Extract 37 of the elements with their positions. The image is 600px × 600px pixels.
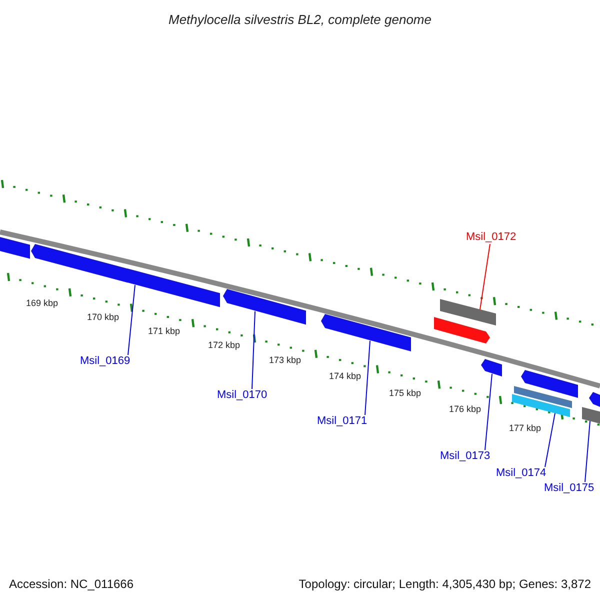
gene-label: Msil_0174 [496, 467, 546, 480]
gene-feature [514, 386, 572, 408]
position-label: 174 kbp [329, 371, 362, 382]
gene-feature [434, 317, 490, 344]
leader-line [252, 310, 256, 390]
gene-feature [582, 407, 600, 424]
gene-label: Msil_0172 [466, 231, 516, 244]
position-label: 172 kbp [208, 340, 240, 351]
gene-feature [481, 359, 502, 376]
position-label: 169 kbp [26, 298, 58, 309]
leader-line [484, 373, 492, 450]
genome-stats-text: Topology: circular; Length: 4,305,430 bp; Genes: 3,872 [298, 576, 591, 593]
position-label: 175 kbp [389, 388, 422, 399]
gene-label: Msil_0171 [317, 415, 368, 428]
gene-feature [321, 314, 411, 352]
gene-feature [223, 289, 306, 325]
accession-text: Accession: NC_011666 [9, 576, 134, 593]
gene-feature [512, 394, 570, 418]
position-label: 170 kbp [87, 312, 120, 323]
gene-label: Msil_0170 [217, 389, 268, 402]
leader-line [584, 420, 590, 482]
gene-feature [440, 299, 496, 326]
gene-label: Msil_0173 [440, 450, 490, 463]
title: Methylocella silvestris BL2, complete genome [167, 11, 432, 29]
gene-feature [589, 392, 600, 407]
position-label: 176 kbp [449, 404, 482, 415]
position-label: 173 kbp [269, 355, 302, 366]
gene-feature [0, 237, 30, 259]
gene-label: Msil_0175 [544, 482, 594, 495]
leader-line [128, 284, 136, 356]
gene-label: Msil_0169 [80, 355, 130, 368]
position-label: 171 kbp [148, 326, 180, 337]
leader-line [364, 340, 370, 416]
position-label: 177 kbp [509, 423, 542, 434]
leader-line [544, 412, 556, 468]
leader-line [480, 244, 490, 310]
gene-feature [521, 370, 578, 398]
